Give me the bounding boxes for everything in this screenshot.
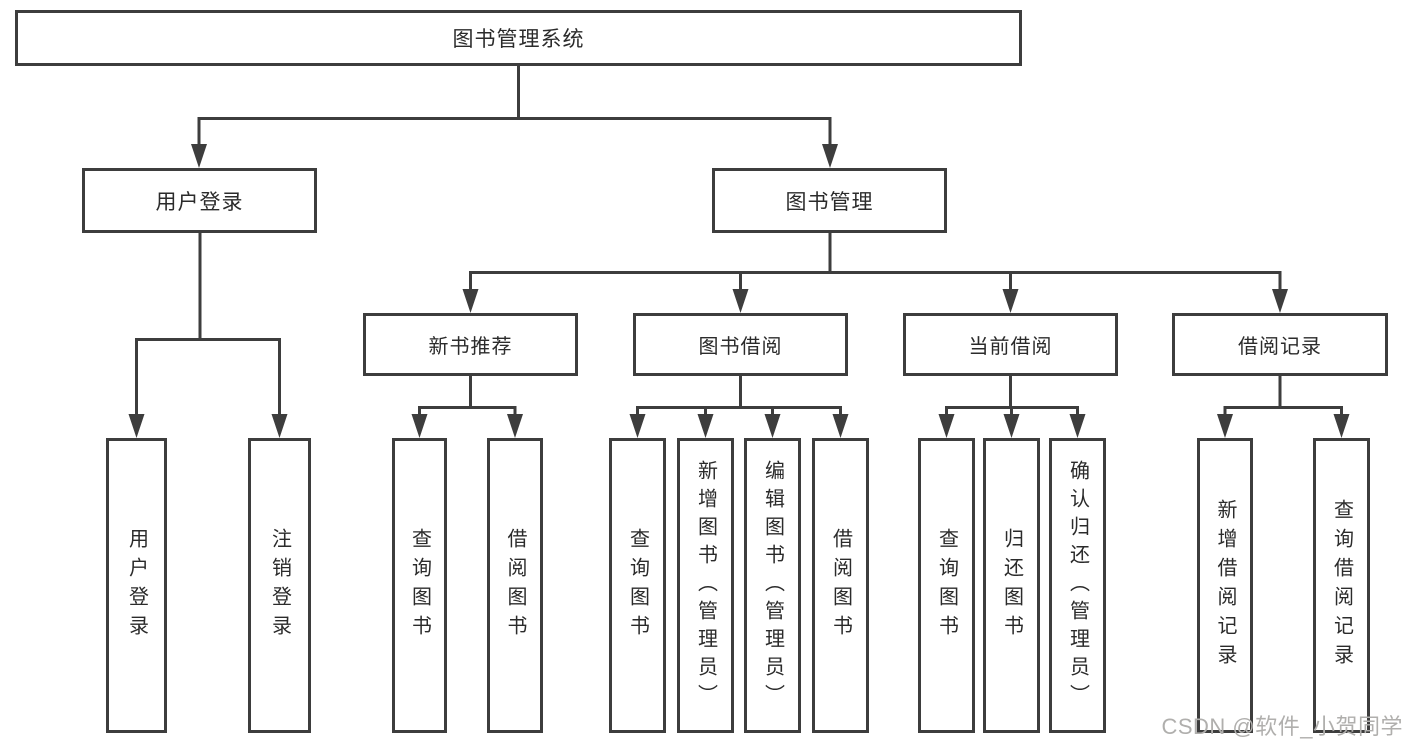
connector-book-management-to-level3 xyxy=(462,233,1288,313)
leaf-edit-book-admin: 编辑图书（管理员） xyxy=(744,438,801,733)
leaf-add-book-admin: 新增图书（管理员） xyxy=(677,438,734,733)
leaf-query-borrow-record: 查询借阅记录 xyxy=(1313,438,1370,733)
connector-current-borrow-children xyxy=(938,376,1086,438)
connector-borrow-records-children xyxy=(1217,376,1350,438)
leaf-query-books-recommend: 查询图书 xyxy=(392,438,447,733)
node-book-management: 图书管理 xyxy=(712,168,947,233)
csdn-watermark: CSDN @软件_小贺同学 xyxy=(1161,714,1403,739)
leaf-user-login: 用户登录 xyxy=(106,438,167,733)
node-borrow-records: 借阅记录 xyxy=(1172,313,1388,376)
leaf-borrow-books-recommend: 借阅图书 xyxy=(487,438,543,733)
node-library-management-system: 图书管理系统 xyxy=(15,10,1022,66)
node-book-borrow: 图书借阅 xyxy=(633,313,848,376)
connector-book-borrow-children xyxy=(629,376,849,438)
leaf-query-books-current: 查询图书 xyxy=(918,438,975,733)
leaf-logout: 注销登录 xyxy=(248,438,311,733)
leaf-query-books-borrow: 查询图书 xyxy=(609,438,666,733)
node-current-borrow: 当前借阅 xyxy=(903,313,1118,376)
leaf-return-book: 归还图书 xyxy=(983,438,1040,733)
connector-new-book-recommend-children xyxy=(411,376,523,438)
leaf-add-borrow-record: 新增借阅记录 xyxy=(1197,438,1253,733)
leaf-borrow-books: 借阅图书 xyxy=(812,438,869,733)
node-new-book-recommend: 新书推荐 xyxy=(363,313,578,376)
connector-root-to-level2 xyxy=(191,66,838,168)
node-user-login: 用户登录 xyxy=(82,168,317,233)
leaf-confirm-return-admin: 确认归还（管理员） xyxy=(1049,438,1106,733)
connector-user-login-children xyxy=(128,233,288,438)
